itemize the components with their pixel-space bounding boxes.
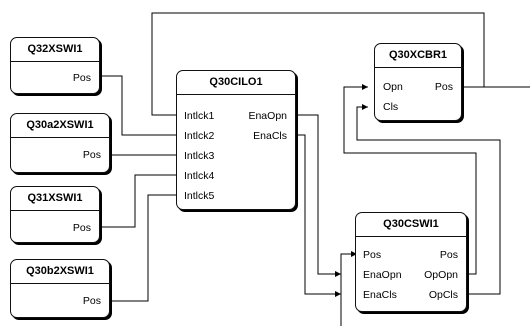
port-opn-input: Opn (383, 81, 403, 93)
port-enacls-input: EnaCls (363, 289, 397, 301)
block-title: Q31XSWI1 (11, 187, 99, 211)
block-q31xswi1[interactable]: Q31XSWI1 Pos (10, 186, 100, 243)
port-opcls-output: OpCls (428, 289, 458, 301)
block-title: Q30b2XSWI1 (11, 260, 109, 284)
port-pos-output: Pos (82, 149, 101, 161)
wire-enacls (292, 134, 341, 295)
wire-q31-pos-to-intlck4 (96, 174, 182, 228)
port-intlck5-input: Intlck5 (184, 190, 215, 202)
port-intlck4-input: Intlck4 (184, 170, 215, 182)
port-intlck1-input: Intlck1 (184, 110, 215, 122)
port-pos-input: Pos (363, 249, 382, 261)
block-q30b2xswi1[interactable]: Q30b2XSWI1 Pos (10, 259, 110, 318)
block-q32xswi1[interactable]: Q32XSWI1 Pos (10, 37, 100, 94)
port-pos-output: Pos (72, 222, 91, 234)
block-q30xcbr1[interactable]: Q30XCBR1 Opn Cls Pos (374, 43, 462, 121)
port-intlck3-input: Intlck3 (184, 150, 215, 162)
block-q30cswi1[interactable]: Q30CSWI1 Pos EnaOpn EnaCls Pos OpOpn OpC… (355, 212, 467, 312)
wire-q30b2-pos-to-intlck5 (106, 194, 182, 302)
port-pos-output: Pos (434, 81, 453, 93)
block-title: Q32XSWI1 (11, 38, 99, 62)
port-pos-output: Pos (439, 249, 458, 261)
port-opopn-output: OpOpn (424, 269, 458, 281)
port-pos-output: Pos (72, 72, 91, 84)
port-enaopn-output: EnaOpn (248, 110, 287, 122)
port-pos-output: Pos (82, 295, 101, 307)
port-intlck2-input: Intlck2 (184, 130, 215, 142)
block-title: Q30XCBR1 (375, 44, 461, 68)
block-title: Q30a2XSWI1 (11, 114, 109, 138)
block-q30cilo1[interactable]: Q30CILO1 Intlck1 Intlck2 Intlck3 Intlck4… (176, 70, 296, 210)
port-cls-input: Cls (383, 101, 399, 113)
block-title: Q30CILO1 (177, 71, 295, 95)
wire-enaopn (292, 114, 341, 275)
block-q30a2xswi1[interactable]: Q30a2XSWI1 Pos (10, 113, 110, 173)
block-title: Q30CSWI1 (356, 213, 466, 237)
port-enacls-output: EnaCls (253, 130, 287, 142)
port-enaopn-input: EnaOpn (363, 269, 402, 281)
